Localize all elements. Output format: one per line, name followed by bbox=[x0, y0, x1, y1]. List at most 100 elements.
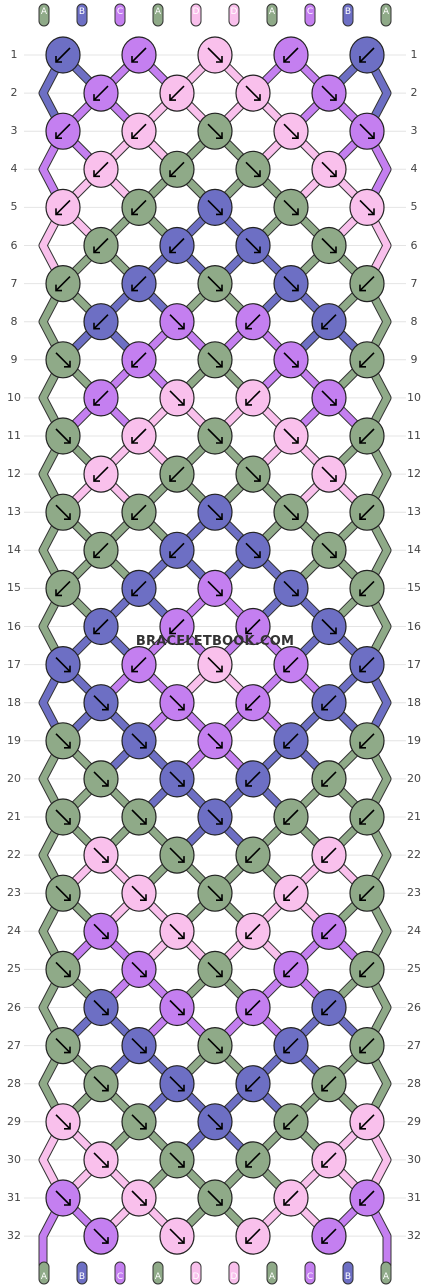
knot[interactable] bbox=[159, 607, 195, 646]
knot[interactable] bbox=[235, 150, 271, 188]
knot[interactable] bbox=[121, 950, 157, 989]
knot[interactable] bbox=[45, 417, 81, 455]
knot[interactable] bbox=[45, 36, 81, 74]
knot[interactable] bbox=[273, 112, 309, 150]
knot[interactable] bbox=[159, 150, 195, 188]
knot[interactable] bbox=[349, 1179, 385, 1217]
knot[interactable] bbox=[273, 645, 309, 684]
knot[interactable] bbox=[235, 303, 271, 341]
knot[interactable] bbox=[197, 1026, 233, 1065]
knot[interactable] bbox=[83, 455, 119, 493]
knot[interactable] bbox=[311, 1141, 347, 1179]
knot[interactable] bbox=[159, 836, 195, 874]
knot[interactable] bbox=[45, 1179, 81, 1217]
knot[interactable] bbox=[349, 36, 385, 74]
knot[interactable] bbox=[311, 150, 347, 188]
knot[interactable] bbox=[197, 722, 233, 760]
knot[interactable] bbox=[349, 417, 385, 455]
knot[interactable] bbox=[121, 112, 157, 150]
knot[interactable] bbox=[83, 607, 119, 646]
knot[interactable] bbox=[121, 417, 157, 455]
knot[interactable] bbox=[83, 303, 119, 341]
knot[interactable] bbox=[197, 188, 233, 226]
knot[interactable] bbox=[235, 607, 271, 646]
knot[interactable] bbox=[159, 684, 195, 722]
knot[interactable] bbox=[197, 1179, 233, 1217]
knot[interactable] bbox=[45, 645, 81, 684]
knot[interactable] bbox=[349, 874, 385, 912]
knot[interactable] bbox=[349, 722, 385, 760]
knot[interactable] bbox=[273, 188, 309, 226]
knot[interactable] bbox=[311, 455, 347, 493]
knot[interactable] bbox=[121, 722, 157, 760]
knot[interactable] bbox=[349, 265, 385, 303]
knot[interactable] bbox=[121, 341, 157, 379]
knot[interactable] bbox=[235, 226, 271, 265]
knot[interactable] bbox=[273, 1026, 309, 1065]
knot[interactable] bbox=[273, 1103, 309, 1141]
knot[interactable] bbox=[197, 1103, 233, 1141]
knot[interactable] bbox=[197, 950, 233, 989]
knot[interactable] bbox=[311, 379, 347, 417]
knot[interactable] bbox=[235, 1065, 271, 1103]
knot[interactable] bbox=[159, 379, 195, 417]
knot[interactable] bbox=[197, 874, 233, 912]
knot[interactable] bbox=[83, 684, 119, 722]
knot[interactable] bbox=[235, 1217, 271, 1255]
knot[interactable] bbox=[83, 1141, 119, 1179]
knot[interactable] bbox=[45, 874, 81, 912]
knot[interactable] bbox=[273, 265, 309, 303]
knot[interactable] bbox=[45, 112, 81, 150]
knot[interactable] bbox=[273, 874, 309, 912]
knot[interactable] bbox=[45, 493, 81, 531]
knot[interactable] bbox=[121, 645, 157, 684]
knot[interactable] bbox=[83, 1065, 119, 1103]
knot[interactable] bbox=[311, 1217, 347, 1255]
knot[interactable] bbox=[197, 265, 233, 303]
knot[interactable] bbox=[121, 1103, 157, 1141]
knot[interactable] bbox=[159, 1141, 195, 1179]
knot[interactable] bbox=[159, 1065, 195, 1103]
knot[interactable] bbox=[235, 1141, 271, 1179]
knot[interactable] bbox=[349, 341, 385, 379]
knot[interactable] bbox=[121, 265, 157, 303]
knot[interactable] bbox=[197, 417, 233, 455]
knot[interactable] bbox=[83, 836, 119, 874]
knot[interactable] bbox=[273, 1179, 309, 1217]
knot[interactable] bbox=[197, 36, 233, 74]
knot[interactable] bbox=[349, 1103, 385, 1141]
knot[interactable] bbox=[83, 379, 119, 417]
knot[interactable] bbox=[159, 531, 195, 569]
knot[interactable] bbox=[273, 493, 309, 531]
knot[interactable] bbox=[349, 569, 385, 608]
knot[interactable] bbox=[273, 798, 309, 836]
knot[interactable] bbox=[121, 569, 157, 608]
knot[interactable] bbox=[83, 74, 119, 112]
knot[interactable] bbox=[197, 798, 233, 836]
knot[interactable] bbox=[235, 379, 271, 417]
knot[interactable] bbox=[45, 950, 81, 989]
knot[interactable] bbox=[273, 722, 309, 760]
knot[interactable] bbox=[311, 684, 347, 722]
knot[interactable] bbox=[311, 1065, 347, 1103]
knot[interactable] bbox=[349, 798, 385, 836]
knot[interactable] bbox=[45, 798, 81, 836]
knot[interactable] bbox=[121, 874, 157, 912]
knot[interactable] bbox=[311, 988, 347, 1027]
knot[interactable] bbox=[235, 684, 271, 722]
knot[interactable] bbox=[83, 226, 119, 265]
knot[interactable] bbox=[121, 1026, 157, 1065]
knot[interactable] bbox=[349, 950, 385, 989]
knot[interactable] bbox=[311, 760, 347, 798]
knot[interactable] bbox=[83, 531, 119, 569]
knot[interactable] bbox=[159, 1217, 195, 1255]
knot[interactable] bbox=[235, 912, 271, 950]
knot[interactable] bbox=[159, 226, 195, 265]
knot[interactable] bbox=[311, 74, 347, 112]
knot[interactable] bbox=[83, 760, 119, 798]
knot[interactable] bbox=[235, 74, 271, 112]
knot[interactable] bbox=[45, 188, 81, 226]
knot[interactable] bbox=[121, 36, 157, 74]
knot[interactable] bbox=[349, 112, 385, 150]
knot[interactable] bbox=[197, 112, 233, 150]
